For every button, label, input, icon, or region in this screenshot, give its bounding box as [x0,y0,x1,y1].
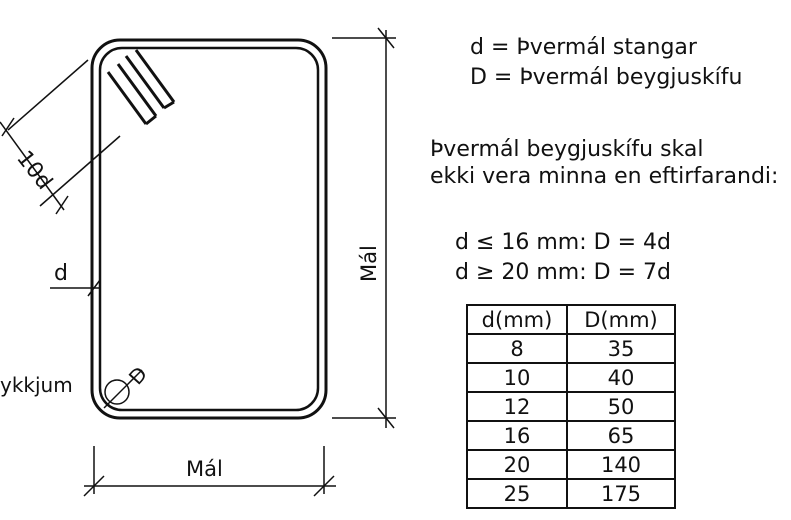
bend-diameter-label: D [124,362,152,390]
cut-off-label: ykkjum [0,373,73,397]
legend-bar-diameter: d = Þvermál stangar [470,35,697,60]
width-dimension [83,446,336,497]
table-row: 20 140 [466,449,676,480]
rule-line-1: Þvermál beygjuskífu skal [430,137,704,162]
table-row: 25 175 [466,478,676,509]
cell-bend-diameter: 65 [566,420,676,451]
rule-line-2: ekki vera minna en eftirfarandi: [430,164,779,189]
bend-diameter-marker [103,369,143,409]
legend-bend-diameter: D = Þvermál beygjuskífu [470,65,743,90]
cell-bend-diameter: 40 [566,362,676,393]
height-dimension-label: Mál [357,245,381,282]
cell-bar-diameter: 16 [466,420,568,451]
cell-bar-diameter: 10 [466,362,568,393]
stirrup-outer [90,38,328,420]
cell-bar-diameter: 8 [466,333,568,364]
table-row: 12 50 [466,391,676,422]
header-bar-diameter: d(mm) [466,304,568,335]
cell-bend-diameter: 35 [566,333,676,364]
cell-bend-diameter: 140 [566,449,676,480]
condition-large-bars: d ≥ 20 mm: D = 7d [455,260,671,285]
table-header-row: d(mm) D(mm) [466,304,676,335]
table-row: 10 40 [466,362,676,393]
header-bend-diameter: D(mm) [566,304,676,335]
hook-length-dimension [0,59,121,215]
bar-diameter-dimension [50,279,101,297]
cell-bar-diameter: 25 [466,478,568,509]
hook-ends [106,49,176,126]
bar-diameter-label: d [54,261,68,286]
bend-diameter-table: d(mm) D(mm) 8 35 10 40 12 50 16 65 20 14… [466,304,676,509]
cell-bar-diameter: 12 [466,391,568,422]
condition-small-bars: d ≤ 16 mm: D = 4d [455,230,671,255]
stirrup-inner [98,46,320,412]
table-row: 8 35 [466,333,676,364]
table-row: 16 65 [466,420,676,451]
cell-bend-diameter: 50 [566,391,676,422]
cell-bar-diameter: 20 [466,449,568,480]
cell-bend-diameter: 175 [566,478,676,509]
height-dimension [332,27,396,429]
width-dimension-label: Mál [186,457,223,481]
hook-length-label: 10d [11,146,57,194]
